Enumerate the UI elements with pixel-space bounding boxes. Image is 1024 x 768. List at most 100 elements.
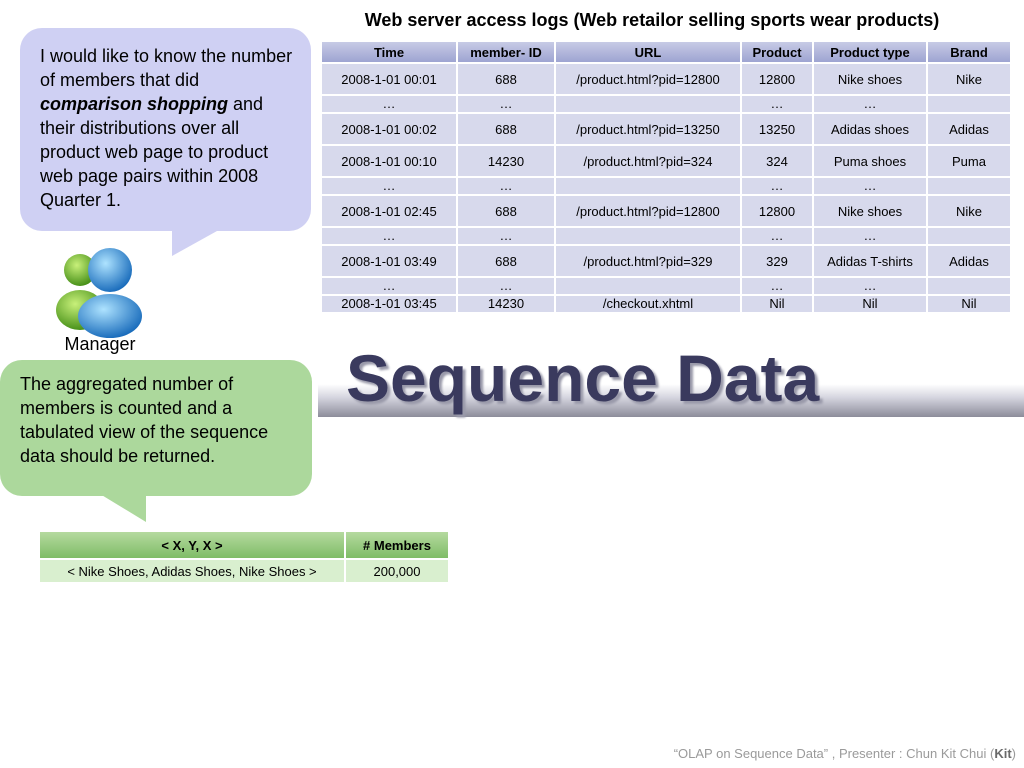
table-cell: 14230 [458,296,554,312]
table-cell: Nike [928,64,1010,94]
header-brand: Brand [928,42,1010,62]
header-sequence: < X, Y, X > [40,532,344,558]
result-table: < X, Y, X > # Members < Nike Shoes, Adid… [38,530,450,584]
table-cell: 12800 [742,64,812,94]
table-row: ………… [322,278,1010,294]
table-cell: … [742,178,812,194]
header-product-type: Product type [814,42,926,62]
table-cell: 2008-1-01 00:01 [322,64,456,94]
table-cell: Nil [928,296,1010,312]
header-url: URL [556,42,740,62]
table-cell: /product.html?pid=329 [556,246,740,276]
table-cell: 329 [742,246,812,276]
table-cell: Nike shoes [814,64,926,94]
table-cell: … [814,96,926,112]
table-cell: /product.html?pid=324 [556,146,740,176]
table-cell: … [458,228,554,244]
table-cell [556,228,740,244]
footer-text-end: ) [1011,746,1016,761]
table-cell: … [322,278,456,294]
table-cell: 12800 [742,196,812,226]
table-cell: 2008-1-01 02:45 [322,196,456,226]
footer-credit: “OLAP on Sequence Data” , Presenter : Ch… [674,746,1016,761]
table-cell [556,278,740,294]
table-cell: … [458,96,554,112]
table-cell: 2008-1-01 00:10 [322,146,456,176]
result-table-row: < Nike Shoes, Adidas Shoes, Nike Shoes >… [40,560,448,582]
table-cell: /product.html?pid=13250 [556,114,740,144]
table-cell: … [458,178,554,194]
table-cell: Adidas [928,114,1010,144]
table-cell: Adidas [928,246,1010,276]
table-cell: … [814,228,926,244]
table-cell: … [742,96,812,112]
access-log-table: Time member- ID URL Product Product type… [320,40,1012,314]
table-row: ………… [322,228,1010,244]
table-cell [556,96,740,112]
manager-bubble-tail [172,226,226,256]
reply-text: The aggregated number of members is coun… [20,374,269,466]
table-cell [556,178,740,194]
table-cell: 688 [458,64,554,94]
result-table-header-row: < X, Y, X > # Members [40,532,448,558]
table-cell: 324 [742,146,812,176]
table-cell: /product.html?pid=12800 [556,64,740,94]
result-members-cell: 200,000 [346,560,448,582]
table-cell: 2008-1-01 00:02 [322,114,456,144]
table-cell: … [322,228,456,244]
header-time: Time [322,42,456,62]
footer-text: “OLAP on Sequence Data” , Presenter : Ch… [673,746,995,761]
table-cell: 688 [458,246,554,276]
table-cell: … [814,178,926,194]
table-cell: 14230 [458,146,554,176]
result-sequence-cell: < Nike Shoes, Adidas Shoes, Nike Shoes > [40,560,344,582]
table-cell: … [322,178,456,194]
table-cell: … [742,228,812,244]
table-cell: Nil [742,296,812,312]
slide-title: Sequence Data [346,341,820,415]
table-cell: 2008-1-01 03:45 [322,296,456,312]
table-cell: Puma [928,146,1010,176]
table-cell: Nike shoes [814,196,926,226]
table-cell: Adidas T-shirts [814,246,926,276]
table-cell [928,96,1010,112]
table-cell: … [458,278,554,294]
table-row: ………… [322,178,1010,194]
table-cell: /checkout.xhtml [556,296,740,312]
header-product: Product [742,42,812,62]
log-table-title: Web server access logs (Web retailor sel… [364,10,940,30]
table-cell [928,178,1010,194]
reply-speech-bubble: The aggregated number of members is coun… [0,360,312,496]
footer-presenter-nick: Kit [994,746,1012,761]
header-member-id: member- ID [458,42,554,62]
table-cell [928,228,1010,244]
table-cell: /product.html?pid=12800 [556,196,740,226]
table-cell: 688 [458,114,554,144]
log-table-header-row: Time member- ID URL Product Product type… [322,42,1010,62]
table-cell: Puma shoes [814,146,926,176]
manager-speech-bubble: I would like to know the number of membe… [20,28,311,231]
table-cell: … [322,96,456,112]
manager-users-icon [56,248,142,338]
table-cell: … [814,278,926,294]
manager-question-text-end: and their distributions over all product… [40,94,269,210]
title-underline-bar [318,384,1024,417]
table-cell: Adidas shoes [814,114,926,144]
header-members: # Members [346,532,448,558]
manager-label: Manager [64,334,136,354]
table-row: ………… [322,96,1010,112]
table-cell [928,278,1010,294]
reply-bubble-tail [100,494,146,522]
table-cell: Nil [814,296,926,312]
comparison-shopping-emphasis: comparison shopping [40,94,229,114]
table-cell: 688 [458,196,554,226]
table-cell: 2008-1-01 03:49 [322,246,456,276]
table-cell: 13250 [742,114,812,144]
table-cell: Nike [928,196,1010,226]
